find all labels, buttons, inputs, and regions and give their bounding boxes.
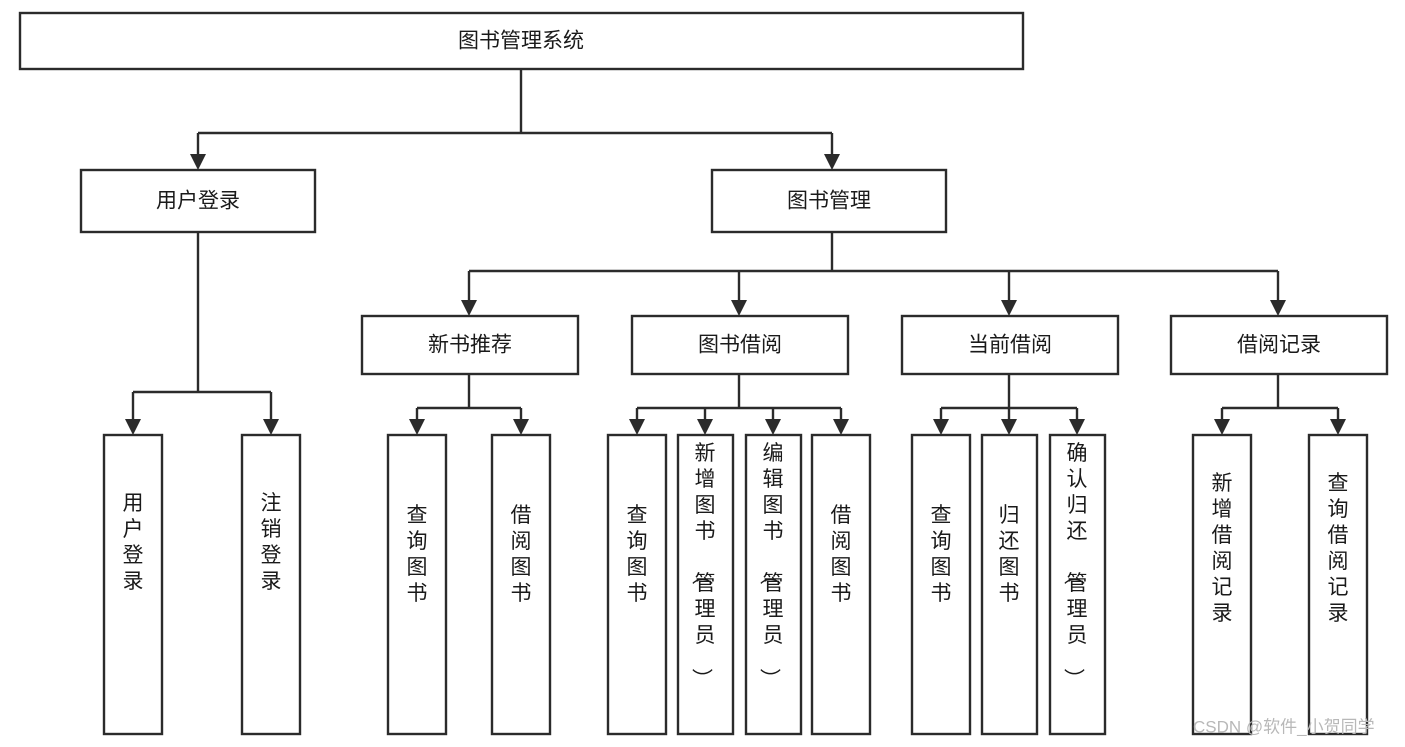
node-leaf-query-book-1[interactable]: 查询图书 <box>386 433 448 736</box>
connector-book-manage-to-level3 <box>461 232 1286 316</box>
node-book-manage-label: 图书管理 <box>787 190 871 213</box>
node-leaf-confirm-return-label: 确认归还（管理员） <box>1062 442 1088 689</box>
node-new-book-rec[interactable]: 新书推荐 <box>360 314 580 376</box>
node-leaf-query-record[interactable]: 查询借阅记录 <box>1307 433 1369 736</box>
node-borrow-record[interactable]: 借阅记录 <box>1169 314 1389 376</box>
arrow-to-leaf-edit-book <box>765 419 781 435</box>
node-leaf-borrow-book-2[interactable]: 借阅图书 <box>810 433 872 736</box>
node-leaf-logout-login-label: 注销登录 <box>261 492 282 593</box>
node-leaf-return-book-label: 归还图书 <box>999 504 1020 605</box>
node-leaf-borrow-book-1-label: 借阅图书 <box>511 504 532 605</box>
arrow-to-leaf-query-book-2 <box>629 419 645 435</box>
node-leaf-user-login-label: 用户登录 <box>123 492 144 593</box>
connector-new-book-rec-to-leaves <box>409 374 529 435</box>
node-leaf-query-book-2[interactable]: 查询图书 <box>606 433 668 736</box>
connector-current-borrow-to-leaves <box>933 374 1085 435</box>
arrow-to-current-borrow <box>1001 300 1017 316</box>
node-root[interactable]: 图书管理系统 <box>18 11 1025 71</box>
node-leaf-logout-login[interactable]: 注销登录 <box>240 433 302 736</box>
node-leaf-query-book-2-label: 查询图书 <box>627 504 648 605</box>
node-leaf-query-book-1-label: 查询图书 <box>407 504 428 605</box>
node-book-borrow-label: 图书借阅 <box>698 334 782 357</box>
node-user-login[interactable]: 用户登录 <box>79 168 317 234</box>
node-borrow-record-label: 借阅记录 <box>1237 334 1321 357</box>
connector-borrow-record-to-leaves <box>1214 374 1346 435</box>
node-leaf-edit-book[interactable]: 编辑图书（管理员） <box>744 433 803 736</box>
node-book-manage[interactable]: 图书管理 <box>710 168 948 234</box>
arrow-to-book-manage <box>824 154 840 170</box>
arrow-to-leaf-confirm-return <box>1069 419 1085 435</box>
connector-root-to-level2 <box>190 69 840 170</box>
csdn-watermark: CSDN @软件_小贺同学 <box>1193 717 1375 736</box>
arrow-to-leaf-user-login <box>125 419 141 435</box>
connector-book-borrow-to-leaves <box>629 374 849 435</box>
node-leaf-borrow-book-2-label: 借阅图书 <box>831 504 852 605</box>
arrow-to-leaf-query-book-1 <box>409 419 425 435</box>
node-leaf-query-book-3[interactable]: 查询图书 <box>910 433 972 736</box>
arrow-to-leaf-query-record <box>1330 419 1346 435</box>
node-new-book-rec-label: 新书推荐 <box>428 334 512 357</box>
node-leaf-add-book-label: 新增图书（管理员） <box>690 442 716 689</box>
node-leaf-borrow-book-1[interactable]: 借阅图书 <box>490 433 552 736</box>
node-user-login-label: 用户登录 <box>156 190 240 213</box>
node-leaf-add-record[interactable]: 新增借阅记录 <box>1191 433 1253 736</box>
arrow-to-new-book-rec <box>461 300 477 316</box>
node-leaf-user-login[interactable]: 用户登录 <box>102 433 164 736</box>
arrow-to-leaf-logout-login <box>263 419 279 435</box>
arrow-to-book-borrow <box>731 300 747 316</box>
node-leaf-confirm-return[interactable]: 确认归还（管理员） <box>1048 433 1107 736</box>
node-leaf-add-record-label: 新增借阅记录 <box>1212 472 1233 625</box>
connector-user-login-to-leaves <box>125 232 279 435</box>
arrow-to-borrow-record <box>1270 300 1286 316</box>
arrow-to-user-login <box>190 154 206 170</box>
arrow-to-leaf-return-book <box>1001 419 1017 435</box>
node-root-label: 图书管理系统 <box>458 30 584 53</box>
node-current-borrow[interactable]: 当前借阅 <box>900 314 1120 376</box>
node-leaf-edit-book-label: 编辑图书（管理员） <box>758 442 784 689</box>
node-leaf-add-book[interactable]: 新增图书（管理员） <box>676 433 735 736</box>
node-book-borrow[interactable]: 图书借阅 <box>630 314 850 376</box>
arrow-to-leaf-add-book <box>697 419 713 435</box>
arrow-to-leaf-borrow-book-2 <box>833 419 849 435</box>
node-leaf-query-book-3-label: 查询图书 <box>931 504 952 605</box>
node-current-borrow-label: 当前借阅 <box>968 334 1052 357</box>
arrow-to-leaf-query-book-3 <box>933 419 949 435</box>
node-leaf-return-book[interactable]: 归还图书 <box>980 433 1039 736</box>
node-leaf-query-record-label: 查询借阅记录 <box>1328 472 1349 625</box>
arrow-to-leaf-add-record <box>1214 419 1230 435</box>
arrow-to-leaf-borrow-book-1 <box>513 419 529 435</box>
